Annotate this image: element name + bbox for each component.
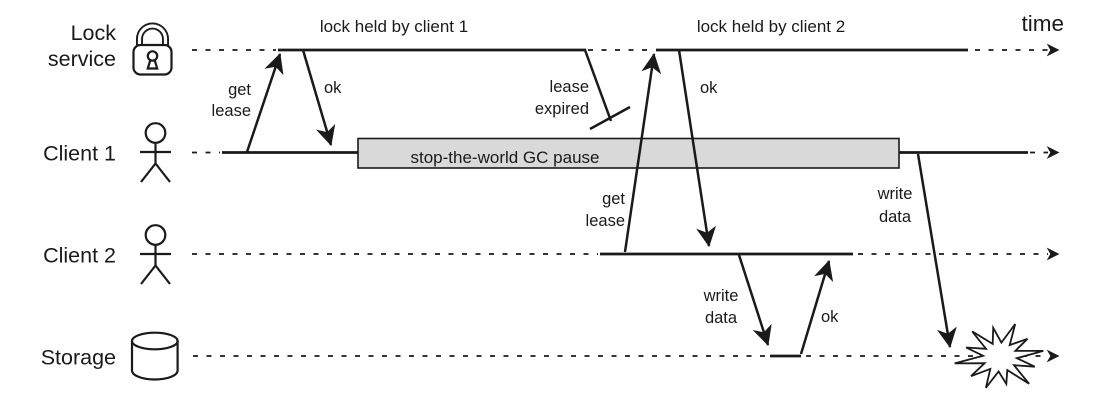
lease-expired-label-line2: expired bbox=[535, 100, 589, 118]
get-lease-1-label-line2: lease bbox=[212, 102, 251, 120]
ok-1-label: ok bbox=[324, 79, 342, 97]
database-cylinder-icon bbox=[130, 331, 179, 381]
lease-expired-label-line1: lease bbox=[550, 78, 589, 96]
ok-2-arrow bbox=[677, 49, 717, 247]
write-data-1-label-line1: write bbox=[877, 185, 913, 203]
write-data-2-arrow bbox=[737, 254, 772, 346]
gc-pause-label: stop-the-world GC pause bbox=[411, 148, 600, 167]
lock-held-by-client2-label: lock held by client 2 bbox=[697, 17, 845, 36]
get-lease-2-arrow bbox=[623, 53, 662, 253]
lane-label-client-2: Client 2 bbox=[43, 244, 116, 268]
lane-label-lock-service-line2: service bbox=[48, 47, 116, 71]
padlock-icon bbox=[132, 22, 173, 76]
get-lease-1-label-line1: get bbox=[228, 81, 251, 99]
lane-label-storage: Storage bbox=[41, 346, 116, 370]
person-icon bbox=[140, 224, 171, 285]
gc-pause-box bbox=[357, 137, 900, 169]
lease-expired-mark bbox=[583, 49, 631, 131]
write-data-2-label-line2: data bbox=[705, 309, 738, 327]
lease-expiry-cross bbox=[589, 105, 631, 131]
write-data-1-arrow bbox=[916, 153, 957, 348]
ok-2-label: ok bbox=[700, 79, 718, 97]
write-data-2-label-line1: write bbox=[703, 287, 739, 305]
lease-expiry-line bbox=[583, 49, 613, 122]
lane-label-lock-service-line1: Lock bbox=[71, 21, 117, 45]
time-axis-label: time bbox=[1021, 11, 1064, 36]
lane-label-client-1: Client 1 bbox=[43, 142, 116, 166]
ok-1-arrow bbox=[301, 49, 336, 146]
ok-storage-label: ok bbox=[821, 308, 839, 326]
get-lease-1-arrow bbox=[245, 53, 284, 153]
get-lease-2-label-line1: get bbox=[602, 190, 625, 208]
explosion-icon bbox=[954, 323, 1044, 389]
ok-storage-arrow bbox=[799, 260, 834, 355]
person-icon bbox=[140, 122, 171, 183]
get-lease-2-label-line2: lease bbox=[586, 212, 625, 230]
lock-held-by-client1-label: lock held by client 1 bbox=[320, 17, 468, 36]
write-data-1-label-line2: data bbox=[879, 208, 912, 226]
